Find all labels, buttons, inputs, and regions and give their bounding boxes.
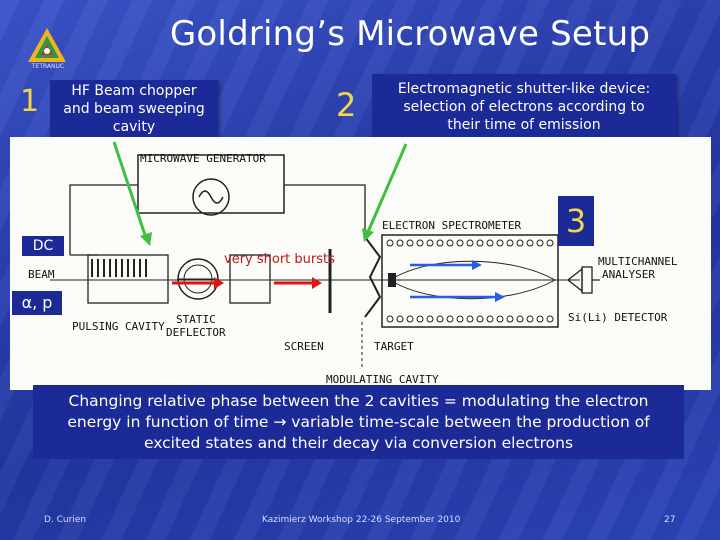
footer-page-number: 27: [664, 515, 676, 525]
tetranuc-logo: [28, 28, 66, 62]
summary-line: Changing relative phase between the 2 ca…: [68, 392, 649, 410]
callout-3-number: 3: [565, 202, 587, 240]
callout-2-number: 2: [336, 86, 357, 124]
callout-1-line: HF Beam chopper: [71, 83, 197, 99]
label-deflector: DEFLECTOR: [166, 326, 226, 339]
callout-1-line: cavity: [112, 119, 156, 135]
alpha-p-label: α, p: [12, 291, 62, 315]
summary-line: energy in function of time → variable ti…: [67, 413, 650, 431]
label-modulating-cavity: MODULATING CAVITY: [326, 373, 439, 386]
footer-event: Kazimierz Workshop 22-26 September 2010: [262, 515, 461, 525]
label-pulsing-cavity: PULSING CAVITY: [72, 320, 165, 333]
label-analyser: ANALYSER: [602, 268, 655, 281]
summary-line: excited states and their decay via conve…: [143, 434, 574, 452]
label-static: STATIC: [176, 313, 216, 326]
callout-3-box: 3: [558, 196, 594, 246]
callout-2-line: their time of emission: [447, 117, 601, 133]
bursts-label: very short bursts: [224, 252, 335, 267]
label-electron-spectrometer: ELECTRON SPECTROMETER: [382, 219, 522, 232]
label-detector: Si(Li) DETECTOR: [568, 311, 668, 324]
callout-1-box: HF Beam chopper and beam sweeping cavity: [50, 80, 218, 144]
label-microwave-generator: MICROWAVE GENERATOR: [140, 152, 266, 165]
callout-2-line: selection of electrons according to: [403, 99, 645, 115]
footer-author: D. Curien: [44, 515, 87, 525]
callout-1-line: and beam sweeping: [63, 101, 205, 117]
callout-2-line: Electromagnetic shutter-like device:: [397, 81, 651, 97]
slide-title: Goldring’s Microwave Setup: [169, 14, 651, 54]
setup-schematic: [50, 154, 600, 369]
label-target: TARGET: [374, 340, 414, 353]
summary-box: Changing relative phase between the 2 ca…: [33, 385, 684, 459]
callout-2-box: Electromagnetic shutter-like device: sel…: [372, 74, 676, 144]
label-screen: SCREEN: [284, 340, 324, 353]
logo-text: TETRANUC: [31, 63, 65, 70]
label-beam: BEAM: [28, 268, 55, 281]
dc-label: DC: [22, 236, 64, 256]
callout-1-number: 1: [20, 84, 40, 119]
label-multichannel: MULTICHANNEL: [598, 255, 678, 268]
